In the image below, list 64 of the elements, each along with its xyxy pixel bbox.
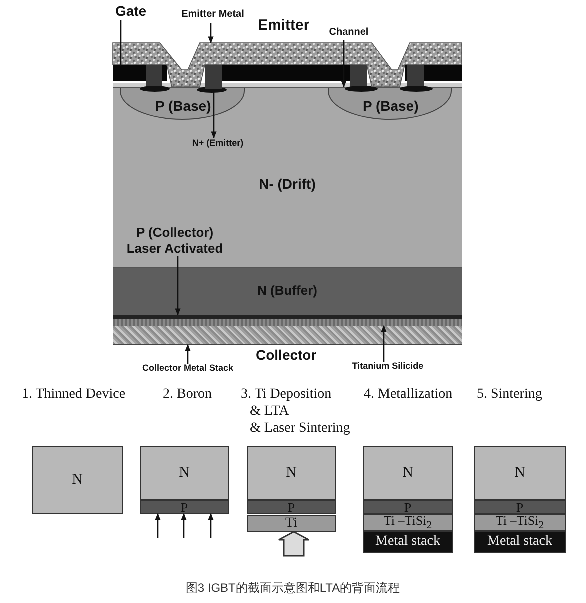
n-layer	[247, 446, 336, 500]
p-layer	[474, 500, 566, 514]
leader-arrow	[208, 513, 214, 538]
p-layer	[363, 500, 453, 514]
collector-metal-layer	[113, 326, 462, 345]
layer-label: Ti –TiSi$_{2}$	[496, 514, 544, 532]
callout-label: Emitter Metal	[175, 10, 251, 23]
layer-label: N	[179, 466, 190, 480]
leader-arrow	[181, 513, 187, 538]
caption: 图3 IGBT的截面示意图和LTA的背面流程	[184, 580, 402, 597]
region-label: Collector	[256, 348, 317, 362]
block-arrow	[278, 531, 310, 557]
n-layer	[363, 446, 453, 500]
layer-label: Metal stack	[488, 535, 552, 549]
metal-stack-layer	[474, 531, 566, 553]
layer-label: Ti –TiSi$_{2}$	[384, 514, 432, 532]
n-layer	[32, 446, 123, 514]
step-heading: 3. Ti Deposition	[241, 388, 332, 402]
layer-label: P	[288, 500, 296, 514]
n-layer	[140, 446, 229, 500]
buffer-layer	[113, 267, 462, 315]
leader-arrow	[381, 325, 387, 362]
layer-label: N	[514, 466, 526, 480]
layer-label: P	[404, 500, 412, 514]
layer-label: N	[286, 466, 297, 480]
callout-label: Collector Metal Stack	[128, 364, 248, 376]
drift-region	[113, 87, 462, 267]
region-label: P (Base)	[155, 98, 212, 114]
layer-label: N	[72, 472, 83, 488]
p-collector-layer	[113, 315, 462, 319]
layer-label: Metal stack	[376, 535, 440, 549]
step-heading: 4. Metallization	[364, 388, 453, 402]
ti-tisi2-layer	[474, 514, 566, 531]
callout-label: Gate	[113, 4, 149, 20]
ti-layer	[247, 515, 336, 532]
step-heading: 5. Sintering	[477, 388, 542, 402]
step-heading: 1. Thinned Device	[22, 388, 126, 402]
ti-tisi2-layer	[363, 514, 453, 531]
layer-label: P	[516, 500, 524, 514]
titanium-silicide-layer	[113, 319, 462, 326]
callout-label: Titanium Silicide	[338, 362, 438, 374]
leader-arrow	[341, 40, 347, 88]
callout-label: P (Collector) Laser Activated	[121, 225, 229, 257]
layer-label: N	[402, 466, 414, 480]
layer-label: P	[180, 500, 188, 514]
n-layer	[474, 446, 566, 500]
p-layer	[247, 500, 336, 514]
emitter-metal-layer	[113, 43, 462, 87]
metal-stack-layer	[363, 531, 453, 553]
region-label: N (Buffer)	[258, 283, 318, 298]
leader-arrow	[175, 256, 181, 316]
region-label: Emitter	[258, 18, 310, 33]
region-label: N- (Drift)	[259, 176, 316, 192]
leader-arrow	[155, 513, 161, 538]
layer-label: Ti	[286, 516, 298, 530]
callout-label: N+ (Emitter)	[182, 139, 254, 151]
leader-arrow	[185, 344, 191, 364]
leader-arrow	[208, 23, 214, 44]
step-heading: & LTA	[250, 405, 290, 419]
p-layer	[140, 500, 229, 514]
step-heading: 2. Boron	[163, 388, 212, 402]
region-label: P (Base)	[362, 98, 419, 114]
callout-label: Channel	[323, 28, 375, 40]
step-heading: & Laser Sintering	[250, 422, 350, 436]
